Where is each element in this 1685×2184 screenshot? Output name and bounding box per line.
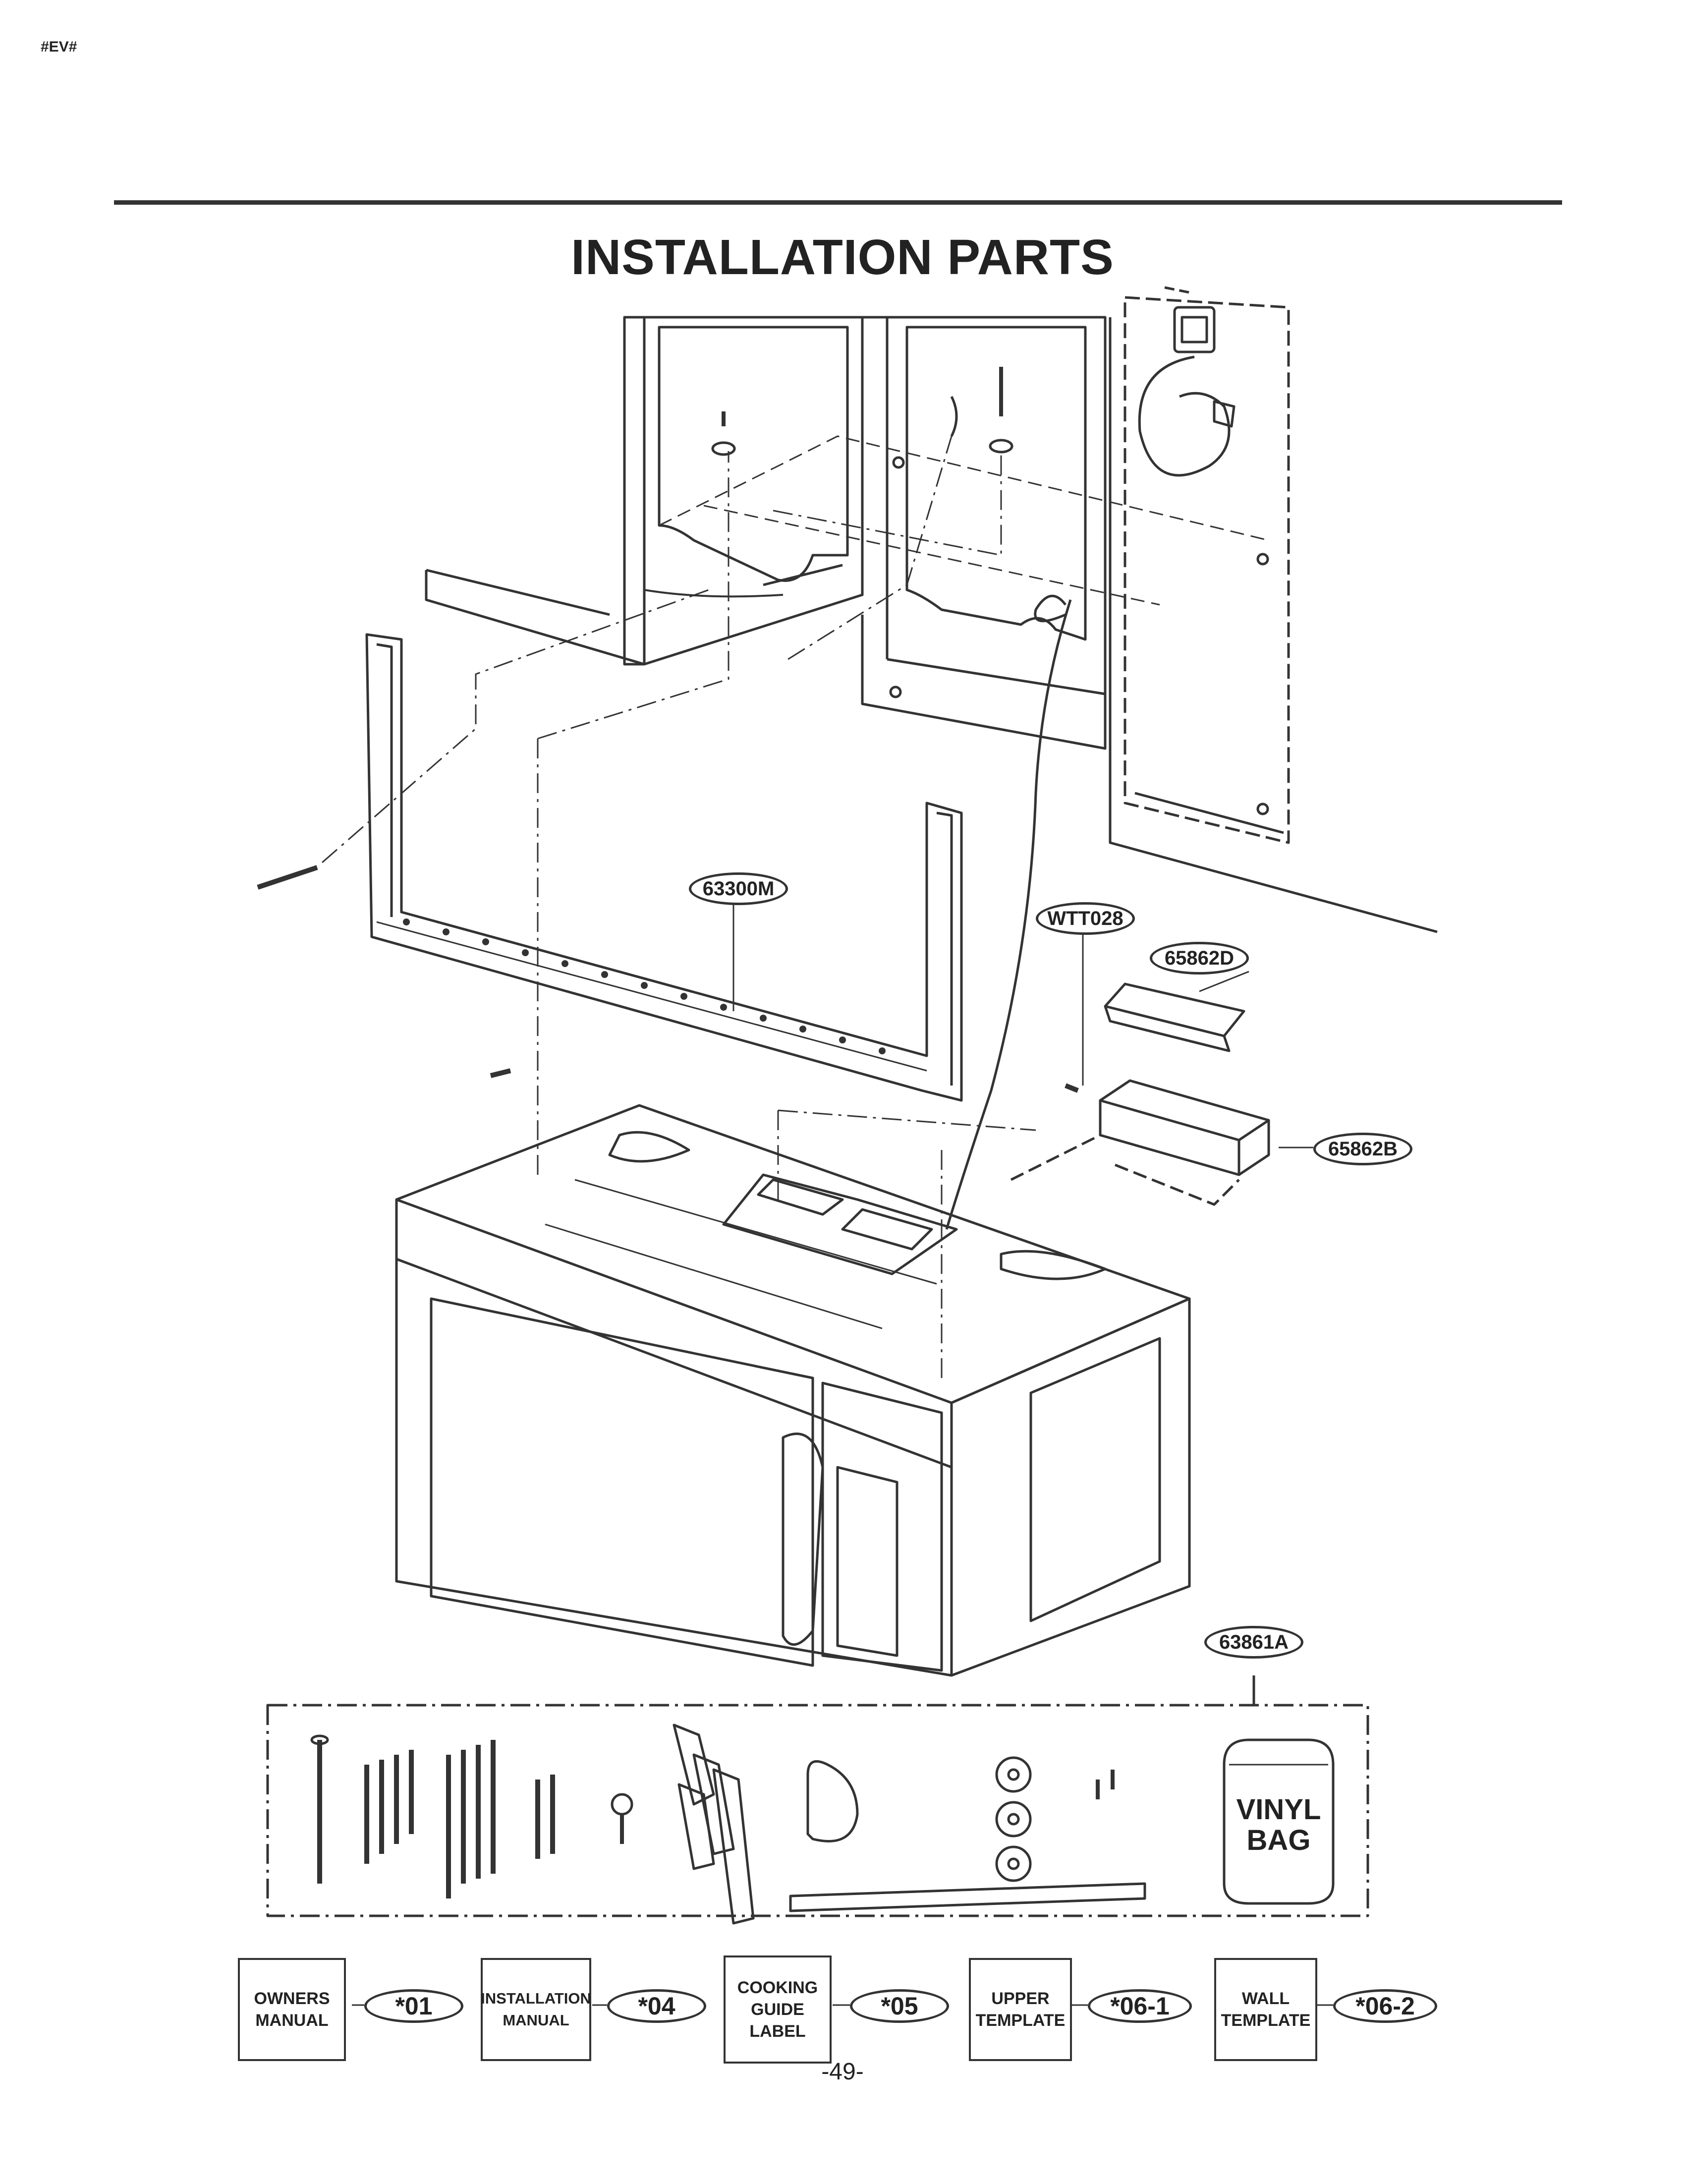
doc-wall-template: WALL TEMPLATE: [1214, 1958, 1317, 2061]
ceiling-outline: [659, 435, 1269, 606]
doc-code-06-2: *06-2: [1333, 1989, 1437, 2023]
kit-items: [310, 1724, 1335, 1925]
mounting-plate: [365, 633, 963, 1102]
power-cord: [945, 594, 1072, 1230]
top-rule: [114, 200, 1562, 205]
case-65862B: [1010, 1079, 1270, 1206]
doc-code-01: *01: [364, 1989, 463, 2023]
cover-65862D: [1104, 982, 1245, 1052]
upper-cabinets: [425, 296, 1438, 933]
doc-code-06-1: *06-1: [1088, 1989, 1192, 2023]
guide-lines: [322, 436, 1036, 1378]
doc-installation-manual: INSTALLATION MANUAL: [481, 1958, 591, 2061]
doc-code-05: *05: [850, 1989, 949, 2023]
label-63300m: 63300M: [689, 872, 788, 905]
header-code: #EV#: [41, 39, 77, 55]
plate-screws: [257, 367, 1079, 1093]
page-number: -49-: [821, 2059, 864, 2085]
page-title: INSTALLATION PARTS: [571, 230, 1114, 285]
label-65862d: 65862D: [1150, 942, 1249, 975]
label-leaders: [352, 902, 1333, 2006]
vinyl-bag-label: VINYL BAG: [1236, 1793, 1321, 1856]
doc-code-04: *04: [607, 1989, 706, 2023]
parts-kit-outline: [266, 1704, 1369, 1917]
label-wtt028: WTT028: [1036, 902, 1135, 935]
doc-upper-template: UPPER TEMPLATE: [969, 1958, 1072, 2061]
label-65862b: 65862B: [1313, 1133, 1412, 1165]
doc-cooking-guide-label: COOKING GUIDE LABEL: [724, 1955, 832, 2064]
label-63861a: 63861A: [1204, 1626, 1303, 1659]
wall-outlet: [1138, 286, 1236, 477]
microwave-oven: [395, 1104, 1191, 1677]
doc-owners-manual: OWNERS MANUAL: [238, 1958, 346, 2061]
